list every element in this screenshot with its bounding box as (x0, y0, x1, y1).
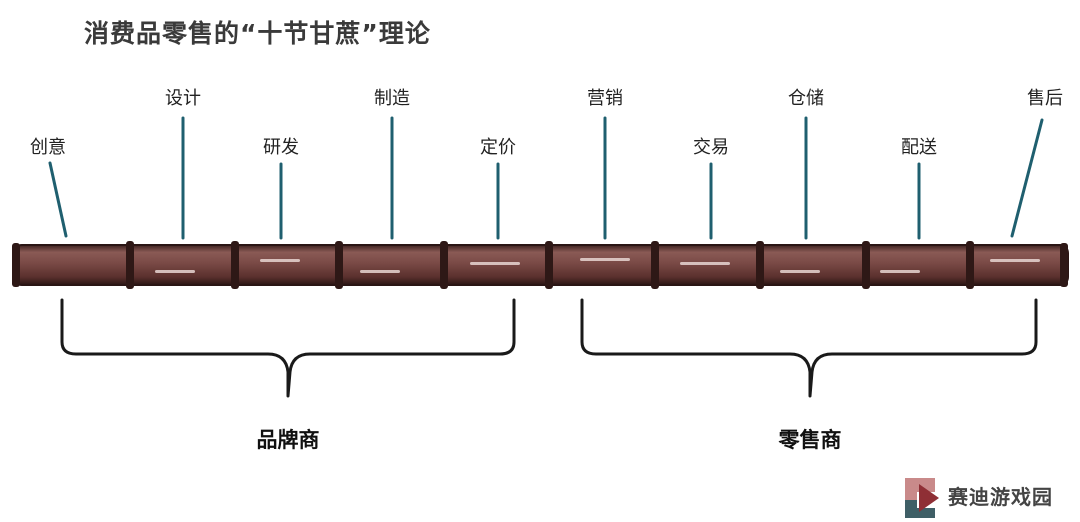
stage-label-design: 设计 (165, 88, 201, 109)
bracket-retail (580, 298, 1038, 398)
stage-label-idea: 创意 (30, 137, 66, 158)
group-label-brand: 品牌商 (256, 428, 320, 452)
stage-label-warehousing: 仓储 (788, 88, 824, 109)
watermark-logo-icon (905, 478, 939, 518)
stage-label-transaction: 交易 (693, 137, 729, 158)
bracket-brand (60, 298, 516, 398)
pointer-aftersales (1010, 118, 1044, 238)
stage-label-manufacture: 制造 (374, 88, 410, 109)
stage-label-pricing: 定价 (480, 137, 516, 158)
group-label-retail: 零售商 (778, 428, 842, 452)
stage-label-marketing: 营销 (587, 88, 623, 109)
stage-label-delivery: 配送 (901, 137, 937, 158)
sugarcane (12, 241, 1069, 289)
stage-label-aftersales: 售后 (1027, 88, 1063, 109)
stage-label-rnd: 研发 (263, 137, 299, 158)
pointer-idea (48, 161, 68, 238)
diagram-title: 消费品零售的“十节甘蔗”理论 (84, 19, 431, 48)
watermark-text: 赛迪游戏园 (948, 485, 1053, 509)
